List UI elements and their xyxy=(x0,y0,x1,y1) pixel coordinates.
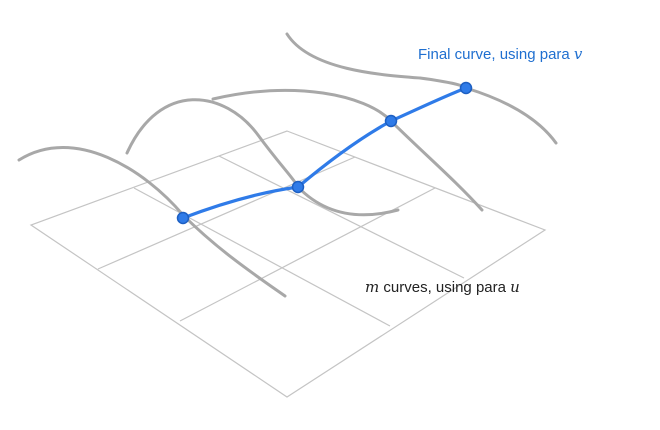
final-curve-label-text: Final curve, using para xyxy=(418,46,574,63)
grid-line-b2 xyxy=(133,187,391,327)
m-curves-label-text: curves, using para xyxy=(379,279,511,296)
grid-line-a2 xyxy=(179,187,436,322)
m-curve-1 xyxy=(17,146,287,298)
m-curves xyxy=(17,32,558,298)
final-curve xyxy=(181,86,468,220)
m-curves-label: m curves, using para u xyxy=(365,278,520,296)
control-points xyxy=(176,81,473,225)
control-point-3 xyxy=(384,114,398,128)
control-point-4 xyxy=(459,81,473,95)
m-curves-count-symbol: m xyxy=(365,278,380,296)
control-point-2 xyxy=(291,180,305,194)
final-curve-param-symbol: v xyxy=(573,45,583,63)
final-curve-label: Final curve, using para v xyxy=(418,45,582,63)
m-curve-2 xyxy=(125,98,400,217)
grid-line-b1 xyxy=(218,155,465,279)
m-curves-param-symbol: u xyxy=(510,278,520,296)
m-curve-4 xyxy=(285,32,558,145)
control-point-1 xyxy=(176,211,190,225)
grid-outline xyxy=(29,130,547,398)
